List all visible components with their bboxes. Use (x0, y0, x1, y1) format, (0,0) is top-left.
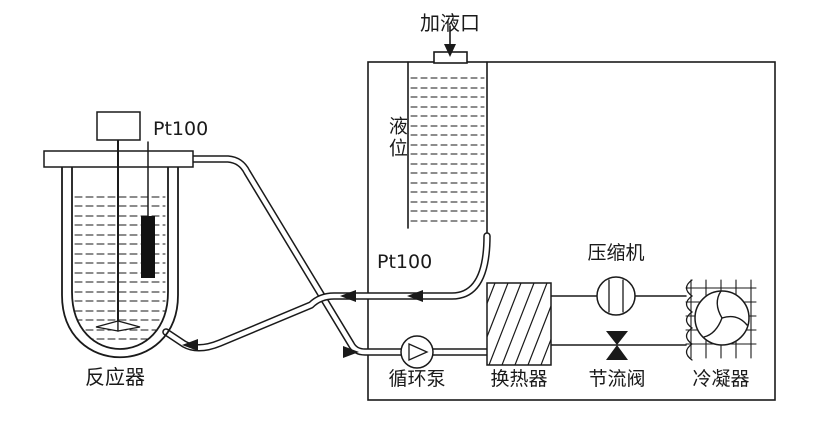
reactor-sensor-label: Pt100 (153, 118, 209, 140)
fill-arrow-icon (444, 44, 456, 57)
flow-arrows (182, 290, 423, 358)
reactor-vessel (43, 111, 194, 358)
temperature-probe (141, 216, 155, 278)
heat-exchanger-symbol (486, 282, 552, 366)
tank-liquid-dashes (410, 77, 485, 222)
tank-sensor-label: Pt100 (377, 251, 433, 273)
throttle-valve-symbol (606, 331, 628, 360)
pipes (162, 155, 496, 356)
compressor-symbol (596, 276, 636, 316)
heat-exchanger-label: 换热器 (490, 368, 548, 390)
fill-port-label: 加液口 (420, 11, 480, 35)
condenser-symbol (685, 279, 757, 361)
stirrer-motor (96, 111, 141, 141)
main-unit-box (367, 25, 776, 401)
reactor-liquid-dashes (74, 196, 166, 340)
fill-port (433, 25, 468, 64)
liquid-level-label: 液位 (385, 115, 408, 161)
circulation-pump-label: 循环泵 (388, 368, 446, 390)
flow-arrow-right-icon (343, 346, 359, 358)
flow-arrow-left-icon (340, 290, 356, 302)
compressor-label: 压缩机 (587, 242, 645, 264)
circulation-pump-symbol (400, 335, 434, 369)
reactor-label: 反应器 (85, 365, 145, 389)
refrigeration-loop (550, 276, 757, 361)
condenser-coil (685, 279, 694, 361)
flow-arrow-left-icon (407, 290, 423, 302)
flow-arrow-jacket-icon (182, 339, 198, 351)
condenser-label: 冷凝器 (692, 368, 750, 390)
throttle-valve-label: 节流阀 (588, 368, 646, 390)
stirrer-blade-icon (117, 320, 141, 332)
